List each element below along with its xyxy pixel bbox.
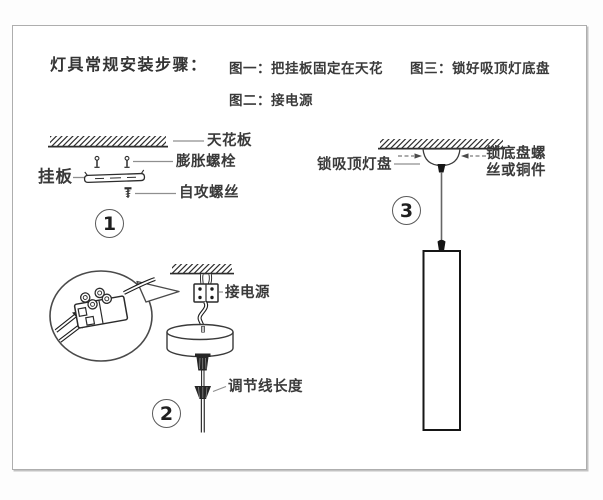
label-self-tapping-screw: 自攻螺丝 (179, 185, 239, 201)
label-connect-power: 接电源 (225, 285, 270, 301)
label-expansion-bolt: 膨胀螺栓 (176, 154, 236, 170)
fig1-hanging-plate (73, 169, 146, 184)
fig2-terminal-block (193, 283, 223, 303)
fig2-terminal-block-detail (54, 277, 156, 343)
fig3-screw-arrows (394, 153, 486, 165)
fig2-canopy-cup (166, 323, 234, 358)
label-lock-ceiling-plate: 锁吸顶灯盘 (317, 157, 392, 173)
fig2-power-wires (199, 273, 213, 285)
fig3-canopy-dome (422, 148, 461, 173)
page-title: 灯具常规安装步骤： (50, 55, 208, 74)
fig2-cord-grip (194, 353, 227, 433)
fig3-pendant-lamp (422, 172, 461, 431)
label-hanging-plate: 挂板 (38, 167, 73, 186)
fig1-step-number: 1 (95, 209, 124, 238)
label-ceiling-board: 天花板 (207, 133, 252, 149)
label-lock-base-screws: 锁底盘螺丝或铜件 (486, 146, 546, 179)
caption-fig3: 图三：锁好吸顶灯底盘 (410, 61, 550, 77)
fig2-step-number: 2 (152, 399, 181, 428)
fig1-ceiling-hatch (48, 136, 204, 148)
diagram-frame (12, 25, 587, 470)
caption-fig1: 图一：把挂板固定在天花 (229, 61, 383, 77)
caption-fig2: 图二：接电源 (229, 93, 313, 109)
fig1-expansion-bolts (94, 155, 173, 168)
fig1-self-tapping-screw (124, 187, 176, 198)
label-adjust-cord-length: 调节线长度 (228, 379, 303, 395)
fig2-ceiling-hatch (170, 264, 234, 275)
fig3-step-number: 3 (392, 196, 421, 225)
